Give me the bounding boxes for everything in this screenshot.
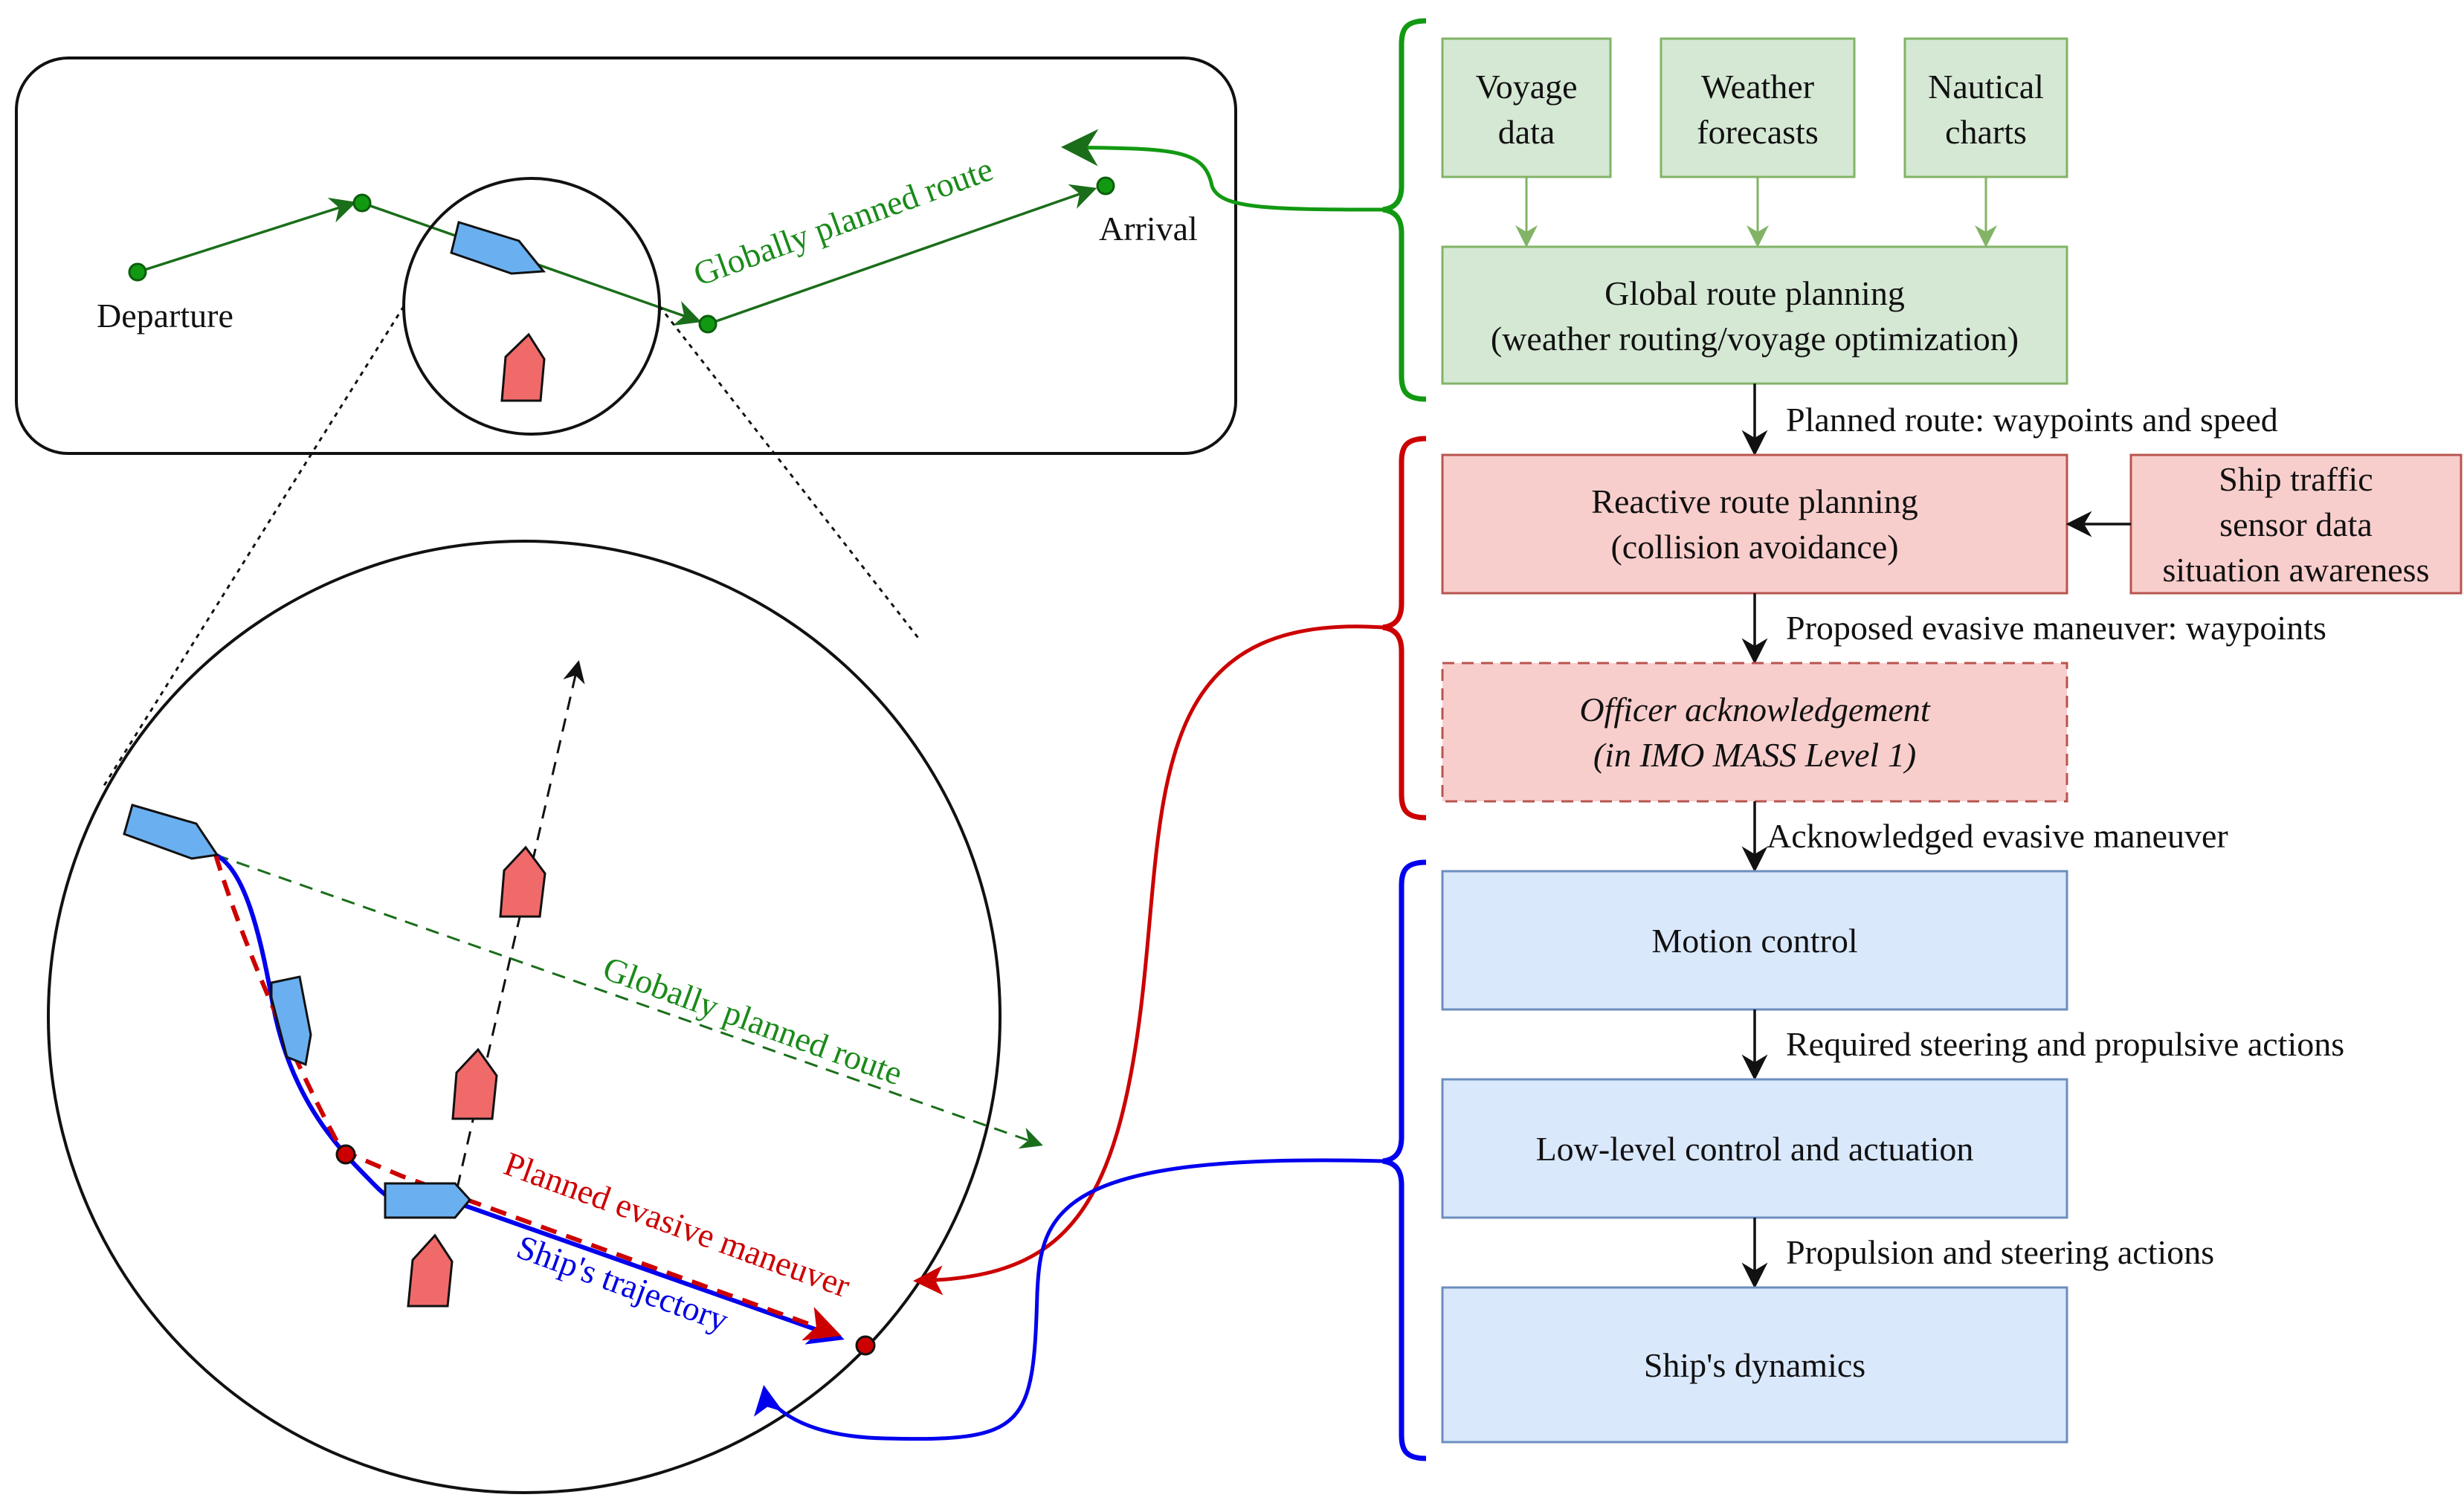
target-ship-3 — [407, 1233, 454, 1308]
nautical-charts-box: Nautical charts — [1903, 37, 2068, 178]
weather-line-2: forecasts — [1697, 113, 1818, 151]
reactive-planning-connector — [913, 624, 1384, 1296]
dynamics-text: Ship's dynamics — [1644, 1346, 1865, 1384]
ships-dynamics-box: Ship's dynamics — [1441, 1286, 2068, 1444]
global-planning-line-1: Global route planning — [1604, 274, 1905, 312]
reactive-route-planning-box: Reactive route planning (collision avoid… — [1441, 453, 2068, 595]
control-connector — [754, 1158, 1384, 1441]
own-ship-start — [123, 804, 219, 860]
propulsion-label: Propulsion and steering actions — [1786, 1233, 2214, 1271]
waypoint-arrival — [1096, 176, 1115, 196]
traffic-line-3: situation awareness — [2163, 551, 2430, 589]
weather-line-1: Weather — [1701, 68, 1814, 106]
waypoint-2 — [698, 314, 717, 334]
officer-line-1: Officer acknowledgement — [1579, 691, 1931, 728]
target-ship-1 — [499, 845, 546, 918]
traffic-line-1: Ship traffic — [2219, 460, 2373, 498]
traffic-line-2: sensor data — [2219, 505, 2373, 543]
motion-control-text: Motion control — [1651, 922, 1857, 960]
voyage-data-box: Voyage data — [1441, 37, 1612, 178]
weather-forecasts-box: Weather forecasts — [1660, 37, 1856, 178]
required-label: Required steering and propulsive actions — [1786, 1025, 2344, 1063]
route-waypoints — [128, 176, 1115, 334]
own-ship-mid — [270, 975, 312, 1067]
voyage-line-1: Voyage — [1475, 68, 1577, 106]
zoom-global-route-label: Globally planned route — [599, 949, 908, 1092]
charts-line-2: charts — [1945, 113, 2027, 151]
officer-line-2: (in IMO MASS Level 1) — [1593, 736, 1916, 774]
map-overview-panel — [15, 56, 1237, 455]
charts-line-1: Nautical — [1928, 68, 2044, 106]
target-ship-small — [500, 332, 546, 402]
waypoint-1 — [352, 193, 372, 213]
blue-brace — [1382, 859, 1427, 1461]
voyage-line-2: data — [1498, 113, 1555, 151]
own-ship-current — [384, 1182, 471, 1219]
global-planning-line-2: (weather routing/voyage optimization) — [1491, 320, 2019, 358]
low-level-control-box: Low-level control and actuation — [1441, 1078, 2068, 1219]
global-route-label: Globally planned route — [688, 149, 998, 293]
acknowledged-label: Acknowledged evasive maneuver — [1767, 817, 2228, 855]
proposed-label: Proposed evasive maneuver: waypoints — [1786, 609, 2326, 647]
global-planning-connector — [1061, 129, 1384, 212]
zoom-projection-lines — [101, 306, 922, 789]
motion-control-box: Motion control — [1441, 870, 2068, 1011]
red-brace — [1382, 436, 1427, 821]
ship-traffic-box: Ship traffic sensor data situation aware… — [2129, 453, 2463, 595]
global-route-planning-box: Global route planning (weather routing/v… — [1441, 245, 2068, 385]
input-arrows — [1515, 177, 1997, 248]
own-ship-small — [450, 221, 546, 275]
low-level-text: Low-level control and actuation — [1536, 1130, 1974, 1168]
departure-label: Departure — [97, 297, 233, 335]
reactive-line-2: (collision avoidance) — [1610, 528, 1898, 566]
zoom-global-route — [215, 853, 1043, 1149]
evasive-waypoint-1 — [335, 1144, 356, 1165]
zoomed-view-circle — [47, 540, 1002, 1494]
arrival-label: Arrival — [1099, 210, 1198, 248]
target-ship-2 — [451, 1047, 498, 1120]
evasive-waypoint-2 — [855, 1335, 876, 1356]
reactive-line-1: Reactive route planning — [1591, 482, 1918, 520]
waypoint-departure — [128, 262, 147, 282]
green-brace — [1382, 18, 1427, 402]
officer-acknowledgement-box: Officer acknowledgement (in IMO MASS Lev… — [1441, 662, 2068, 803]
planned-route-label: Planned route: waypoints and speed — [1786, 401, 2278, 439]
